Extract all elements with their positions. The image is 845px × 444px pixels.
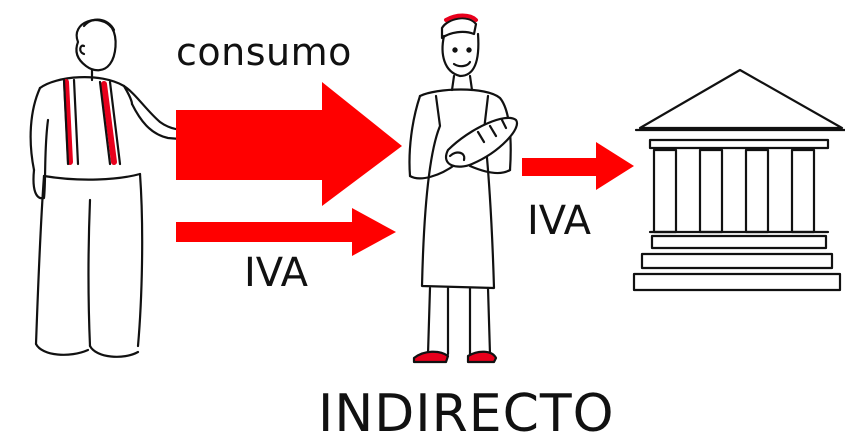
consumo-label: consumo — [176, 30, 352, 74]
diagram-title: INDIRECTO — [318, 384, 615, 444]
government-building-icon — [632, 68, 845, 292]
iva-arrow-consumer-to-seller — [176, 208, 396, 256]
baker-figure-icon — [408, 13, 519, 364]
iva-label-consumer: IVA — [244, 250, 308, 296]
iva-label-seller: IVA — [527, 198, 591, 244]
iva-arrow-seller-to-state — [522, 142, 634, 190]
consumo-arrow — [176, 82, 402, 206]
